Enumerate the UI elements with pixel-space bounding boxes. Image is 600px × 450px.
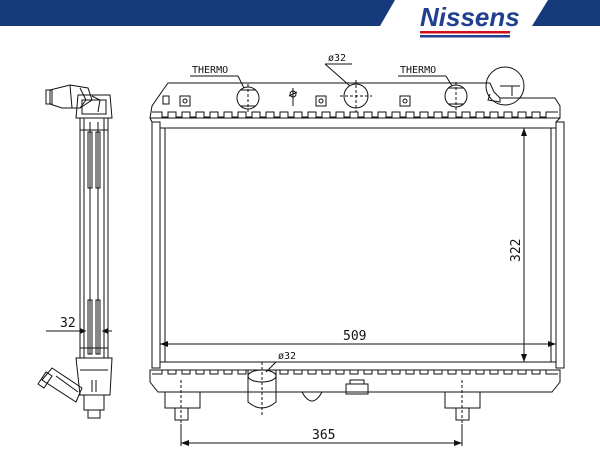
header-banner: Nissens <box>0 0 600 38</box>
inlet-pipe <box>340 80 372 112</box>
svg-text:ø32: ø32 <box>328 53 346 64</box>
radiator-drawing: 32 <box>37 53 565 446</box>
mount-foot-left <box>164 380 201 424</box>
brand-logo: Nissens <box>420 2 520 38</box>
label-outlet-diameter: ø32 <box>265 351 300 373</box>
banner-right-bar <box>532 0 600 26</box>
svg-text:THERMO: THERMO <box>400 65 436 76</box>
depth-dimension: 32 <box>46 316 112 334</box>
filler-cap <box>485 66 525 106</box>
label-inlet-diameter: ø32 <box>324 53 352 87</box>
mount-spacing-dimension: 365 <box>180 424 463 446</box>
svg-text:THERMO: THERMO <box>192 65 228 76</box>
brand-underline-red <box>420 31 510 34</box>
height-dimension: 322 <box>509 128 527 362</box>
label-thermo-right: THERMO <box>398 65 453 87</box>
bottom-tank <box>149 362 561 424</box>
depth-value: 32 <box>60 316 76 331</box>
width-value: 509 <box>343 329 366 344</box>
side-view <box>37 84 113 419</box>
banner-left-bar <box>0 0 395 26</box>
mount-foot-right <box>444 380 481 424</box>
mount-spacing-value: 365 <box>312 428 335 443</box>
brand-underline-blue <box>420 35 510 38</box>
brand-name: Nissens <box>420 2 520 32</box>
side-outlet-pipe <box>37 367 83 403</box>
side-inlet-pipe <box>45 84 101 113</box>
thermo-boss-right <box>444 82 468 110</box>
radiator-core <box>149 117 565 369</box>
width-dimension: 509 <box>160 329 556 347</box>
outlet-pipe <box>247 362 277 416</box>
svg-text:ø32: ø32 <box>278 351 296 362</box>
label-thermo-left: THERMO <box>190 65 245 89</box>
front-view <box>149 66 565 424</box>
thermo-boss-left <box>236 84 260 112</box>
top-tank <box>149 66 561 119</box>
bleed-valve <box>288 88 298 106</box>
height-value: 322 <box>509 239 524 262</box>
